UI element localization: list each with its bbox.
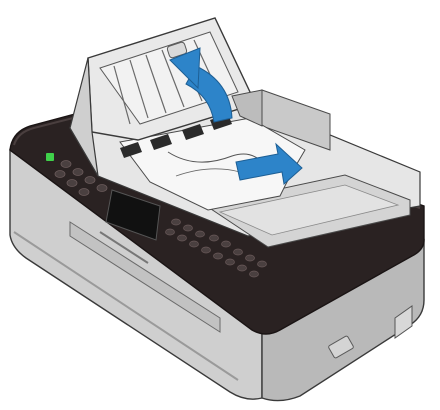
power-led-icon bbox=[46, 153, 54, 161]
